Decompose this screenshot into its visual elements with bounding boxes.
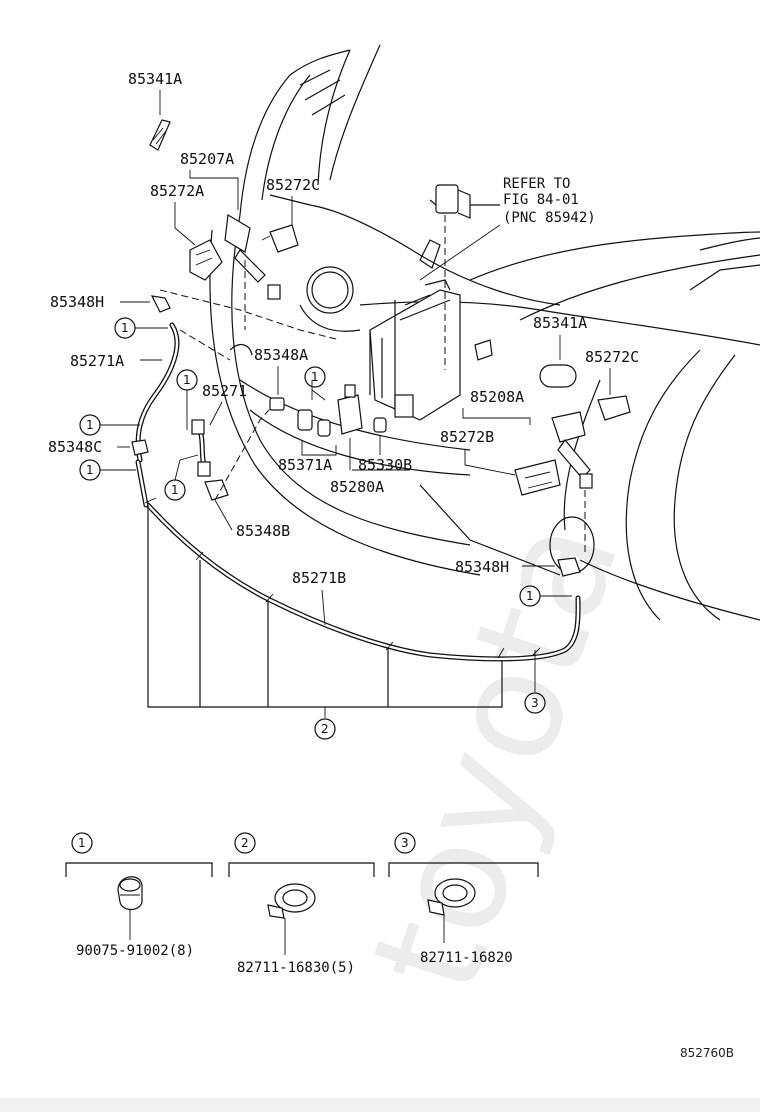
- callout-1-e: 1: [164, 479, 186, 501]
- svg-text:1: 1: [86, 418, 94, 432]
- label-85348A: 85348A: [254, 346, 308, 364]
- callout-3: 3: [524, 692, 546, 714]
- label-85341A-right: 85341A: [533, 314, 587, 332]
- legend-part-1: 90075-91002(8): [76, 943, 194, 959]
- ref-line-2: FIG 84-01: [503, 192, 579, 208]
- part-85348C-joint: [131, 439, 149, 456]
- part-85272B-bracket: [514, 459, 561, 496]
- legend-item-1: 1 90075-91002(8): [65, 832, 213, 959]
- label-85330B: 85330B: [358, 456, 412, 474]
- svg-text:1: 1: [121, 321, 129, 335]
- part-85208A-nozzle: [551, 411, 593, 489]
- ref-line-3: (PNC 85942): [503, 210, 596, 226]
- label-85271: 85271: [202, 382, 247, 400]
- washer-tank: [369, 239, 493, 421]
- legend-part-2: 82711-16830(5): [237, 960, 355, 976]
- legend-part-3: 82711-16820: [420, 950, 513, 966]
- callout-1-a: 1: [114, 317, 136, 339]
- svg-text:1: 1: [183, 373, 191, 387]
- part-85207A-nozzle: [224, 214, 281, 300]
- label-85271A: 85271A: [70, 352, 124, 370]
- diagram-code: 852760B: [680, 1046, 734, 1060]
- svg-text:3: 3: [401, 836, 409, 850]
- svg-text:3: 3: [531, 696, 539, 710]
- label-85348B: 85348B: [236, 522, 290, 540]
- callout-1-c: 1: [79, 459, 101, 481]
- callout-1-b: 1: [79, 414, 101, 436]
- label-85280A: 85280A: [330, 478, 384, 496]
- part-85348H-joint-left: [150, 295, 171, 313]
- label-85348H-left: 85348H: [50, 293, 104, 311]
- callout-2: 2: [314, 718, 336, 740]
- part-85348H-joint-right: [557, 557, 581, 577]
- part-85271-connector: [191, 419, 211, 477]
- part-85371A-grommet: [297, 409, 331, 437]
- svg-text:2: 2: [321, 722, 329, 736]
- bottom-bar: [0, 1098, 760, 1112]
- legend-item-3: 3 82711-16820: [388, 832, 539, 966]
- part-85272C-bracket-top: [261, 224, 299, 253]
- svg-text:1: 1: [311, 370, 319, 384]
- label-85272A: 85272A: [150, 182, 204, 200]
- reference-part: [429, 184, 471, 219]
- label-85341A-top: 85341A: [128, 70, 182, 88]
- ref-line-1: REFER TO: [503, 176, 570, 192]
- svg-text:1: 1: [526, 589, 534, 603]
- svg-text:1: 1: [78, 836, 86, 850]
- label-85272B: 85272B: [440, 428, 494, 446]
- part-85330B-cap: [373, 417, 387, 433]
- part-85272A-bracket: [189, 239, 223, 281]
- part-85280A-pump: [337, 384, 363, 435]
- label-85348H-right: 85348H: [455, 558, 509, 576]
- part-85348A-joint: [269, 397, 285, 411]
- vehicle-body-outline: [209, 44, 760, 621]
- svg-text:1: 1: [86, 463, 94, 477]
- label-85272C-top: 85272C: [266, 176, 320, 194]
- clamp-82711-16820-icon: [427, 878, 476, 916]
- legend-item-2: 2 82711-16830(5): [228, 832, 375, 976]
- label-85272C-right: 85272C: [585, 348, 639, 366]
- part-85348B-joint: [204, 479, 229, 501]
- callout-1-d: 1: [176, 369, 198, 391]
- callout-1-f: 1: [304, 366, 326, 388]
- label-85208A: 85208A: [470, 388, 524, 406]
- label-85348C: 85348C: [48, 438, 102, 456]
- svg-text:2: 2: [241, 836, 249, 850]
- label-85271B: 85271B: [292, 569, 346, 587]
- clip-90075-icon: [117, 876, 143, 911]
- hose-clamps: [144, 497, 541, 659]
- label-85207A: 85207A: [180, 150, 234, 168]
- part-85272C-bracket-right: [597, 395, 631, 421]
- legend: 1 90075-91002(8) 2 82711-16830(5): [65, 832, 539, 976]
- label-85371A: 85371A: [278, 456, 332, 474]
- callouts: 1 1 1 1 1 1 1 2 3: [79, 317, 572, 740]
- part-85341A-cap-right: [539, 364, 577, 388]
- clamp-82711-16830-icon: [267, 883, 316, 919]
- svg-text:1: 1: [171, 483, 179, 497]
- part-85341A-cap-left: [149, 119, 171, 151]
